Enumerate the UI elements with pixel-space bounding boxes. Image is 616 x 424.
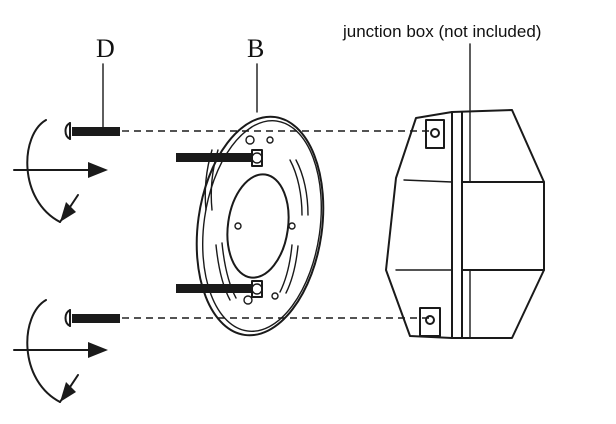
mounting-bracket-b xyxy=(195,115,325,337)
bracket-label-b: B xyxy=(247,34,265,63)
junction-box xyxy=(385,109,545,339)
bottom-rotate-arrow-icon xyxy=(13,299,108,403)
junction-box-label: junction box (not included) xyxy=(343,22,542,41)
top-screw-d-icon xyxy=(64,122,120,140)
bracket-bottom-screw-icon xyxy=(176,280,263,298)
bracket-top-screw-icon xyxy=(176,149,263,167)
bottom-screw-d-icon xyxy=(64,309,120,327)
top-rotate-arrow-icon xyxy=(13,119,108,223)
screw-label-d: D xyxy=(96,34,115,63)
